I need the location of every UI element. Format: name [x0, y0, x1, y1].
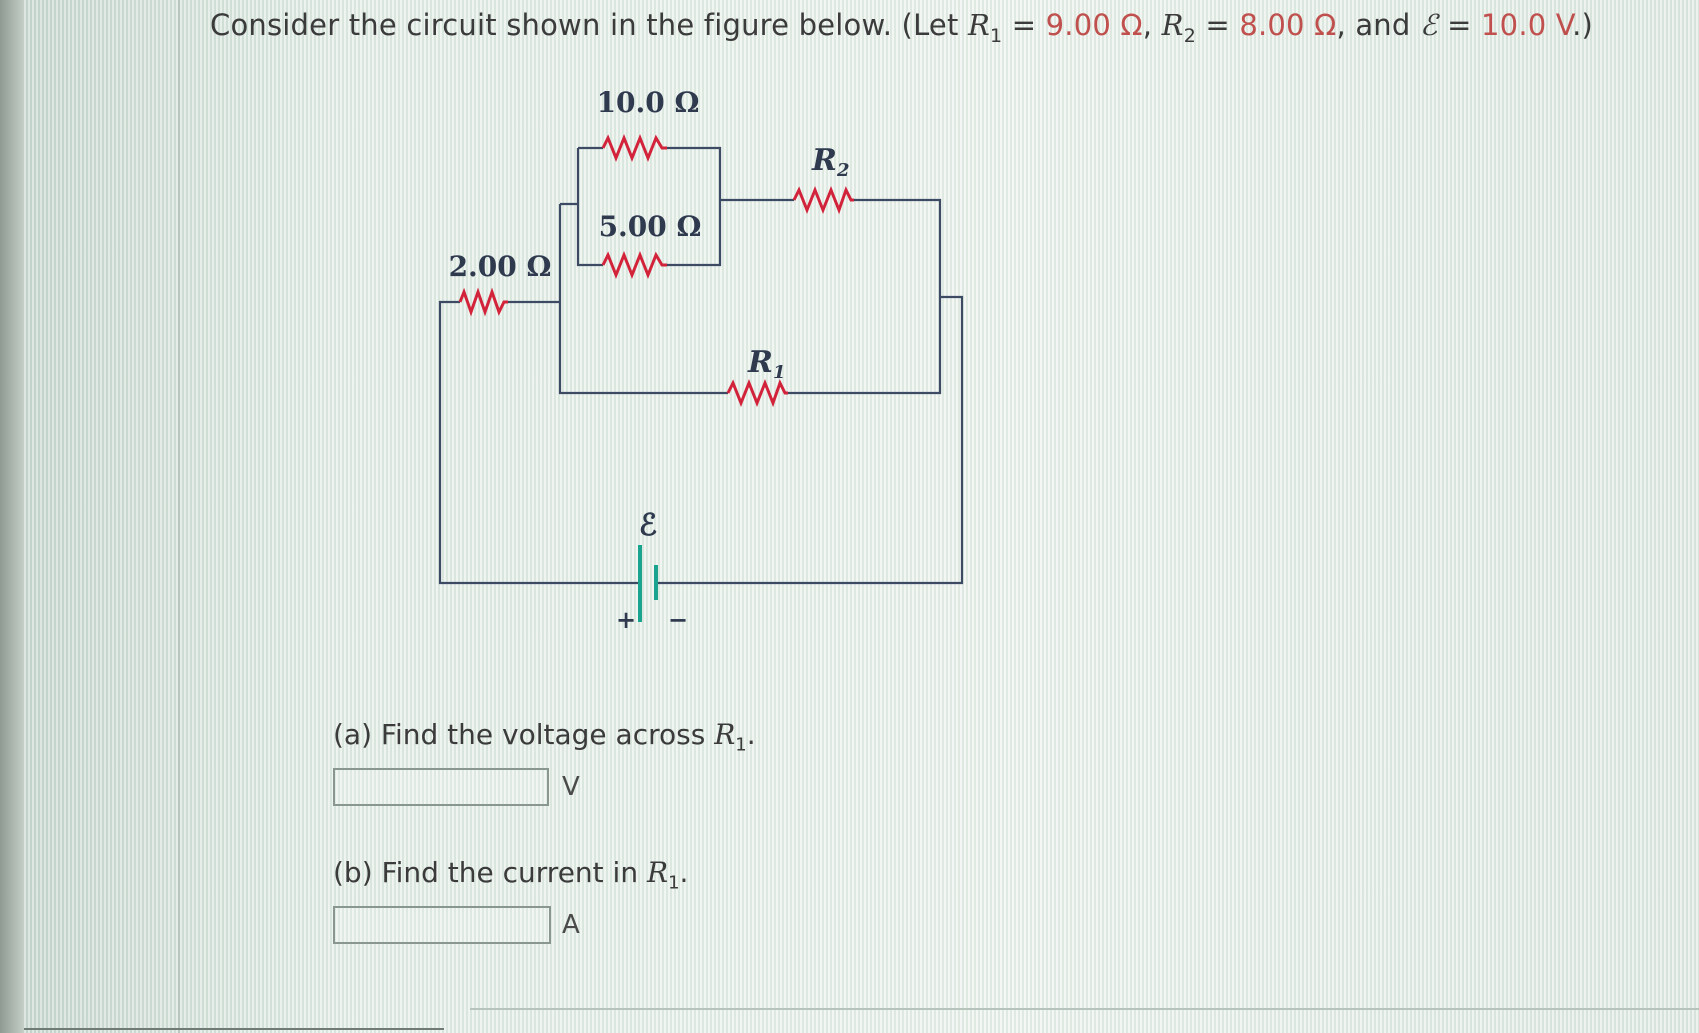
label-2ohm: 2.00 Ω: [449, 250, 552, 283]
footer-divider: [470, 1008, 1699, 1010]
separator-2: , and: [1336, 8, 1420, 42]
wire-outer-left: [438, 300, 640, 585]
part-b-answer-input[interactable]: [333, 906, 551, 944]
resistor-10ohm: [601, 133, 667, 163]
separator-1: ,: [1142, 8, 1162, 42]
r2-symbol: R: [1161, 8, 1184, 42]
part-a-question: (a) Find the voltage across R1.: [333, 718, 756, 756]
question-text: Consider the circuit shown in the figure…: [210, 8, 1593, 47]
label-r2: R2: [811, 143, 849, 181]
wire-node-down: [558, 204, 728, 395]
r2-value: 8.00 Ω: [1239, 8, 1337, 42]
circuit-wires: [438, 146, 964, 585]
resistors: [458, 133, 854, 408]
resistor-r1: [726, 378, 788, 408]
resistor-2ohm: [458, 287, 508, 317]
label-5ohm: 5.00 Ω: [599, 210, 702, 243]
part-b-question: (b) Find the current in R1.: [333, 856, 689, 894]
r1-symbol: R: [967, 8, 990, 42]
wire-outer-right: [656, 295, 964, 585]
resistor-5ohm: [601, 250, 667, 280]
question-suffix: .): [1572, 8, 1594, 42]
battery: [638, 545, 658, 622]
r1-value: 9.00 Ω: [1045, 8, 1143, 42]
r2-subscript: 2: [1183, 24, 1196, 47]
label-r1: R1: [747, 345, 785, 383]
r1-subscript: 1: [990, 24, 1003, 47]
r1-equals: =: [1002, 8, 1046, 42]
emf-symbol: ℰ: [1419, 8, 1438, 42]
wire-r2-right: [788, 198, 942, 395]
label-emf: ℰ: [639, 508, 657, 543]
wire-inner-right: [667, 146, 722, 267]
emf-value: 10.0 V: [1481, 8, 1573, 42]
part-b-unit: A: [562, 910, 580, 940]
label-10ohm: 10.0 Ω: [597, 86, 700, 119]
resistor-r2: [792, 185, 854, 215]
label-plus: +: [616, 605, 636, 634]
content-border: [178, 0, 180, 1033]
footer-edge: [24, 1028, 444, 1030]
part-a-answer-input[interactable]: [333, 768, 549, 806]
r2-equals: =: [1195, 8, 1240, 42]
circuit-diagram: 10.0 Ω 5.00 Ω 2.00 Ω R2 R1 ℰ + −: [438, 86, 964, 634]
page-left-edge: [0, 0, 24, 1033]
emf-equals: =: [1437, 8, 1482, 42]
question-prefix: Consider the circuit shown in the figure…: [210, 8, 968, 42]
wire-inner-left: [576, 148, 603, 267]
label-minus: −: [668, 605, 688, 634]
part-a-unit: V: [562, 772, 580, 802]
